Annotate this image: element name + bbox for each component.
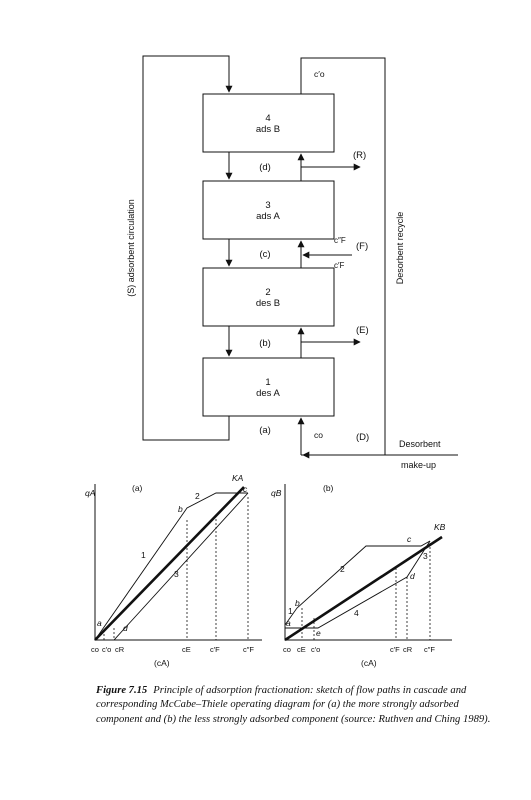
section-box-3 [202, 180, 335, 240]
panel-a-point-b: b [178, 504, 183, 514]
stream-label-f: (F) [356, 241, 368, 252]
panel-b-tick-cE: cE [297, 645, 306, 654]
conc-label-c0-prime: c′o [314, 69, 325, 79]
section-name-1: des A [256, 388, 280, 399]
panel-b-point-c: c [407, 534, 412, 544]
flow-label-a: (a) [259, 425, 271, 436]
adsorbent-circulation-label: (S) adsorbent circulation [126, 199, 136, 297]
panel-b-tag: (b) [323, 483, 334, 493]
panel-b-operating-line-1-2 [284, 540, 431, 640]
desorbent-recycle-label: Desorbent recycle [395, 212, 405, 285]
desorbent-makeup-label-1: Desorbent [399, 439, 441, 449]
section-number-3: 3 [265, 200, 270, 211]
panel-b-ylabel: qB [271, 488, 282, 498]
stream-label-d: (D) [356, 432, 369, 443]
panel-a-point-c: c [243, 484, 248, 494]
panel-b-line-4: 4 [354, 608, 359, 618]
panel-b-tick-cF1: c′F [390, 645, 400, 654]
section-name-3: ads A [256, 211, 280, 222]
panel-a-line-1: 1 [141, 550, 146, 560]
flow-label-b: (b) [259, 338, 271, 349]
panel-a-equilibrium-line [94, 486, 245, 641]
conc-label-cF-double-prime: c″F [334, 236, 346, 245]
panel-a-tick-cF1: c′F [210, 645, 220, 654]
panel-b-axes [284, 484, 452, 641]
section-name-4: ads B [256, 124, 280, 135]
section-number-2: 2 [265, 287, 270, 298]
cascade-diagram [142, 55, 458, 459]
panel-a-line-2: 2 [195, 491, 200, 501]
stream-label-r: (R) [353, 150, 366, 161]
panel-b-equilibrium-line [284, 535, 443, 642]
conc-label-c0: co [314, 430, 323, 440]
flow-label-d: (d) [259, 162, 271, 173]
panel-a-ylabel: qA [85, 488, 96, 498]
panel-a-tag: (a) [132, 483, 143, 493]
section-box-1 [202, 357, 335, 417]
panel-a-xlabel: (cA) [154, 658, 170, 668]
mccabe-thiele-panel-a: (a) qA KA a b c d 1 2 3 co c′o cR cE c′F… [85, 473, 262, 668]
figure-caption-text: Principle of adsorption fractionation: s… [96, 685, 491, 725]
panel-a-tick-cF2: c″F [243, 645, 254, 654]
desorbent-makeup-label-2: make-up [401, 460, 436, 470]
panel-a-tick-cE: cE [182, 645, 191, 654]
panel-b-point-d: d [410, 571, 415, 581]
panel-b-point-b: b [295, 598, 300, 608]
panel-b-point-a: a [286, 618, 291, 628]
panel-b-tick-c0p: c′o [311, 645, 320, 654]
panel-a-point-a: a [97, 618, 102, 628]
panel-b-line-1: 1 [288, 606, 293, 616]
panel-b-tick-cR: cR [403, 645, 413, 654]
figure-drawing: 4 ads B 3 ads A 2 des B 1 des A (d) (c) … [85, 55, 458, 668]
panel-b-xlabel: (cA) [361, 658, 377, 668]
panel-a-tick-c0p: c′o [102, 645, 111, 654]
panel-b-tick-cF2: c″F [424, 645, 435, 654]
conc-label-cF-prime: c′F [334, 261, 345, 270]
panel-b-tick-c0: co [283, 645, 291, 654]
panel-a-operating-line-3 [95, 492, 249, 641]
panel-a-tick-cR: cR [115, 645, 125, 654]
section-number-1: 1 [265, 377, 270, 388]
figure-caption-label: Figure 7.15 [96, 685, 148, 696]
flow-label-c: (c) [259, 249, 270, 260]
stream-label-e: (E) [356, 325, 369, 336]
section-box-4 [202, 93, 335, 153]
panel-a-line-label: KA [232, 473, 244, 483]
panel-b-point-e: e [316, 628, 321, 638]
panel-a-line-3: 3 [174, 569, 179, 579]
panel-b-operating-line-4 [284, 540, 431, 640]
panel-b-line-3: 3 [423, 551, 428, 561]
section-name-2: des B [256, 298, 280, 309]
mccabe-thiele-panel-b: (b) qB KB a b c d e 1 2 3 4 co cE c′o c′… [271, 483, 452, 668]
panel-b-line-2: 2 [340, 564, 345, 574]
cascade-labels: 4 ads B 3 ads A 2 des B 1 des A (d) (c) … [126, 69, 441, 470]
section-box-2 [202, 267, 335, 327]
section-number-4: 4 [265, 113, 270, 124]
panel-a-operating-line-1-2 [94, 492, 248, 641]
panel-a-point-d: d [123, 623, 128, 633]
adsorbent-circulation-loop [142, 55, 233, 441]
panel-b-line-label: KB [434, 522, 446, 532]
panel-a-tick-c0: co [91, 645, 99, 654]
